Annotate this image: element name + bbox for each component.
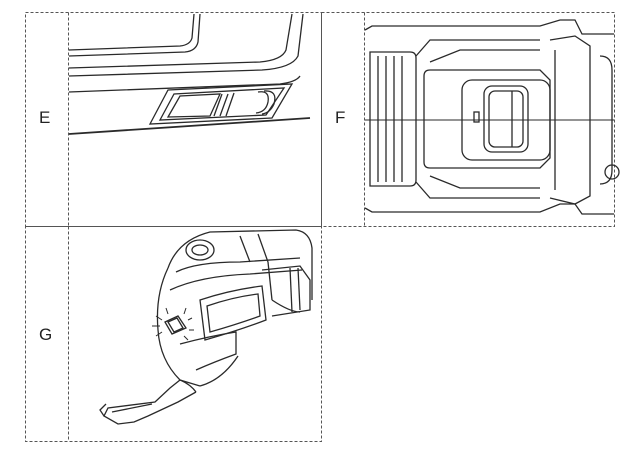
panel-g-label: G xyxy=(39,325,53,344)
panel-g-frame xyxy=(25,226,322,442)
panel-g-illustration xyxy=(99,229,313,425)
panel-f-illustration xyxy=(364,19,620,215)
panel-f-frame xyxy=(321,12,615,227)
panel-e-illustration xyxy=(68,13,311,135)
vent-grille xyxy=(369,51,417,187)
panel-f-label: F xyxy=(335,108,346,127)
saw-blade xyxy=(103,379,197,425)
light-rays xyxy=(152,307,194,341)
led-window-outer xyxy=(148,83,294,125)
panel-e-label: E xyxy=(39,108,51,127)
led-light xyxy=(164,315,187,335)
top-knob xyxy=(185,239,215,261)
panel-grid xyxy=(25,12,615,442)
power-switch xyxy=(483,85,529,153)
led-lens xyxy=(166,93,222,118)
